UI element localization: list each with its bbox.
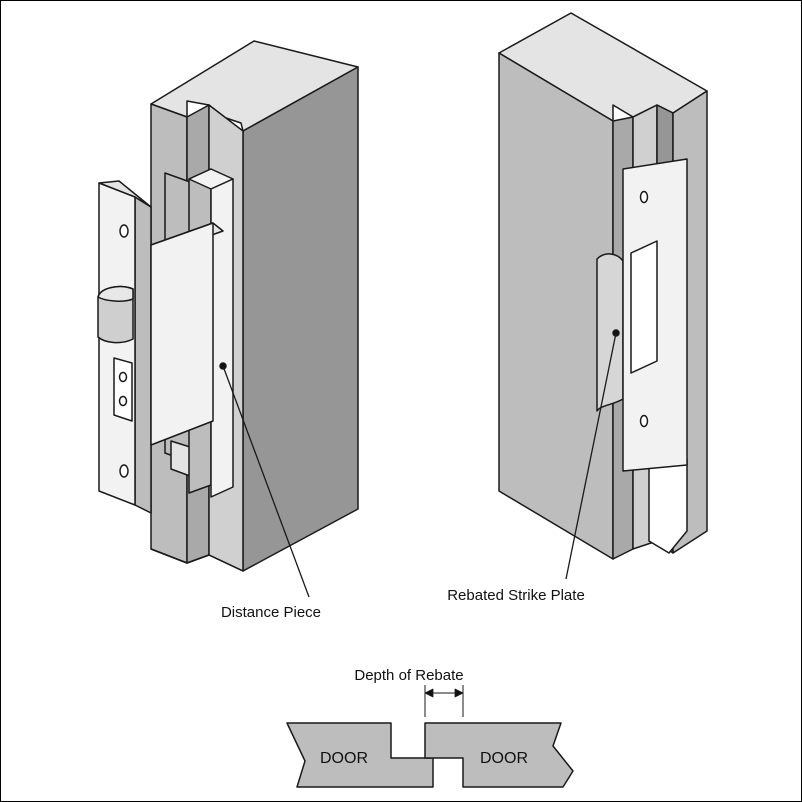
label-door-left: DOOR bbox=[320, 750, 368, 767]
forend-screw-hole-bottom bbox=[119, 464, 129, 478]
latch-bolt-bevel bbox=[97, 285, 134, 302]
left-door-bottom-edge bbox=[150, 548, 244, 572]
forend-screw-hole-top bbox=[119, 224, 129, 238]
left-door-front-face bbox=[242, 66, 359, 572]
deadbolt-slot bbox=[113, 357, 133, 422]
right-frame-assembly bbox=[498, 12, 708, 560]
label-depth-of-rebate: Depth of Rebate bbox=[354, 667, 463, 684]
label-rebated-strike-plate: Rebated Strike Plate bbox=[447, 587, 585, 604]
label-distance-piece: Distance Piece bbox=[221, 604, 321, 621]
distance-piece-leader bbox=[222, 365, 310, 598]
door-left-section bbox=[286, 722, 434, 788]
lock-forend bbox=[98, 182, 136, 506]
left-door-assembly bbox=[97, 40, 359, 572]
lock-forend-side bbox=[134, 196, 152, 514]
strike-screw-hole-top bbox=[639, 190, 649, 204]
deadbolt-slot-hole-lower bbox=[118, 395, 128, 407]
strike-plate-leader bbox=[565, 332, 617, 580]
strike-plate-keep bbox=[630, 240, 658, 374]
rebate-arrow-left bbox=[424, 688, 434, 698]
rebate-cross-section bbox=[286, 685, 574, 788]
label-door-right: DOOR bbox=[480, 750, 528, 767]
rebate-arrow-right bbox=[454, 688, 464, 698]
lock-case-body bbox=[150, 222, 214, 446]
right-frame-front-face bbox=[498, 52, 614, 560]
deadbolt-slot-hole-upper bbox=[118, 371, 128, 383]
strike-screw-hole-bottom bbox=[639, 414, 649, 428]
door-right-section bbox=[424, 722, 574, 788]
